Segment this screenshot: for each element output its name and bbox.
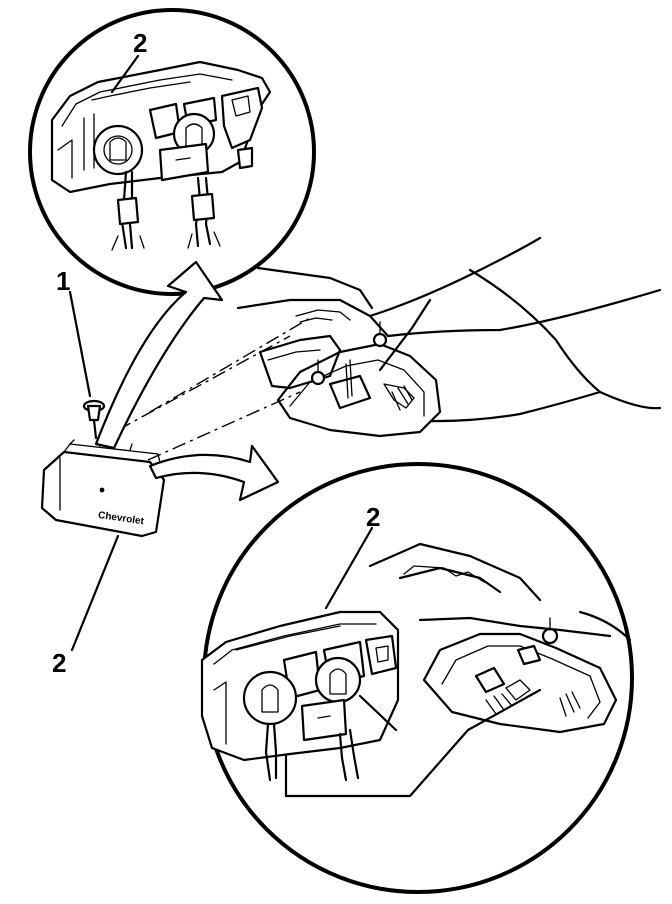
callout-lamp-assembly: 2 [52,648,66,678]
callout-top-detail: 2 [133,28,147,58]
arrow-to-top-detail [94,260,224,450]
leader-bulb-socket [68,290,92,398]
vehicle-front-corner [236,236,662,438]
callout-bottom-detail: 2 [366,502,380,532]
leader-lamp-assembly [70,534,120,652]
alignment-lines [117,317,311,461]
top-detail-view [28,8,316,296]
leader-top-detail [110,54,140,94]
bulb-socket [82,399,106,440]
lamp-assembly: Chevrolet [40,439,166,538]
callout-bulb-socket: 1 [56,266,70,296]
leader-bottom-detail [324,526,374,610]
bottom-detail-view [200,462,634,894]
arrow-to-bottom-detail [148,444,280,502]
